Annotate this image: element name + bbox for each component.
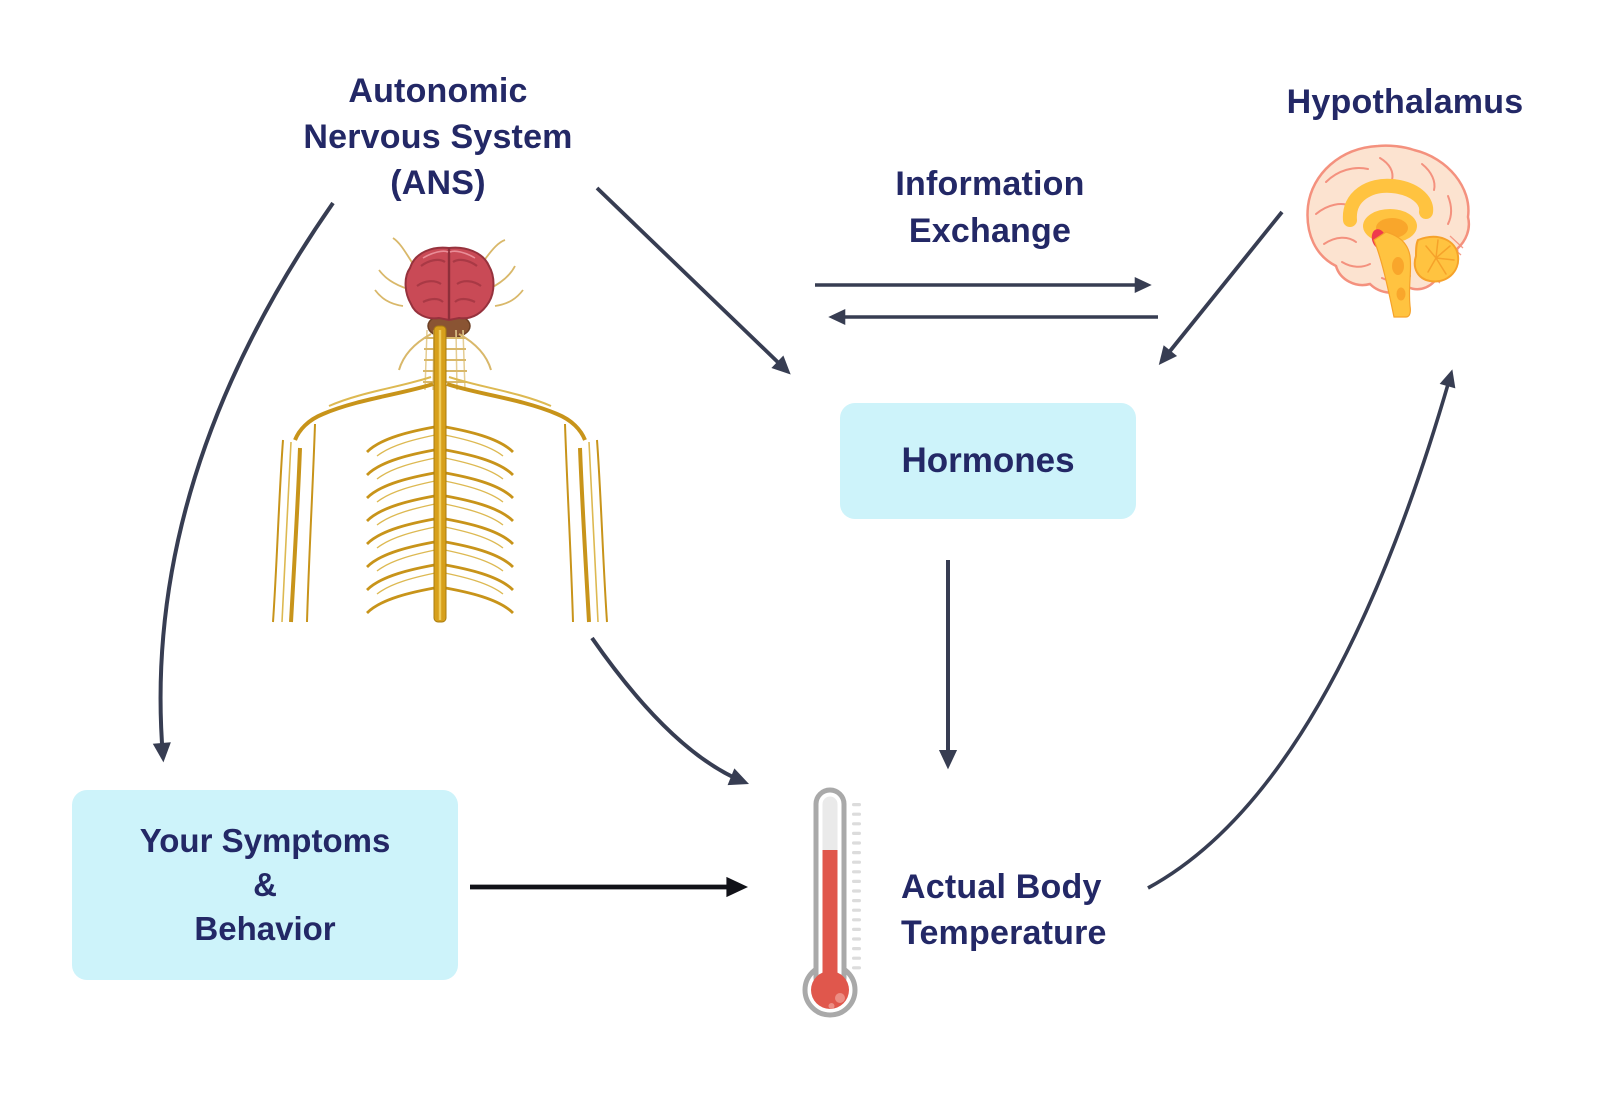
ans-label-line3: (ANS) (390, 164, 486, 202)
bulb-highlight-dot-large (835, 993, 845, 1003)
hormones-box-label: Hormones (901, 441, 1075, 480)
body-temperature-label: Actual Body Temperature (901, 864, 1201, 956)
thermometer-empty-column (822, 796, 838, 857)
symptoms-box-line2: & (253, 866, 277, 903)
body-temperature-line1: Actual Body (901, 868, 1102, 906)
ans-label-line2: Nervous System (303, 118, 573, 156)
symptoms-behavior-box: Your Symptoms & Behavior (72, 790, 458, 980)
hypothalamus-label-text: Hypothalamus (1286, 83, 1524, 121)
arrow-body-to-temperature (590, 636, 750, 786)
arrow-temperature-to-hypothalamus (1147, 369, 1456, 890)
symptoms-box-line3: Behavior (194, 910, 336, 947)
information-exchange-label: Information Exchange (840, 161, 1140, 255)
thermometer-bulb-fill (811, 971, 849, 1009)
nervous-system-body-illustration (272, 237, 608, 623)
rib-nerves (366, 424, 514, 615)
body-brain-shape (404, 246, 495, 322)
bulb-highlight-dot-small (828, 1003, 835, 1009)
cerebellum-sagittal-shape (1413, 235, 1460, 283)
medulla-spot (1396, 287, 1406, 301)
hypothalamus-brain-illustration (1306, 144, 1471, 318)
thermometer-ticks (852, 803, 861, 970)
thermometer-icon (802, 787, 861, 1018)
information-exchange-line2: Exchange (908, 212, 1072, 250)
ans-label-line1: Autonomic (348, 72, 528, 110)
information-exchange-line1: Information (895, 165, 1085, 203)
thermometer-mercury-column (822, 850, 838, 988)
pons-spot (1392, 257, 1404, 275)
ans-label: Autonomic Nervous System (ANS) (238, 68, 638, 206)
hormones-box: Hormones (840, 403, 1136, 519)
spinal-cord (433, 325, 447, 623)
arrow-hypothalamus-to-hormones (1158, 210, 1284, 365)
symptoms-box-line1: Your Symptoms (139, 822, 391, 859)
gyri-lines (1315, 157, 1452, 283)
arrow-ans-to-hormones (595, 186, 791, 375)
body-temperature-line2: Temperature (901, 914, 1107, 952)
corpus-callosum-shape (1342, 178, 1434, 227)
hypothalamus-label: Hypothalamus (1245, 80, 1565, 124)
